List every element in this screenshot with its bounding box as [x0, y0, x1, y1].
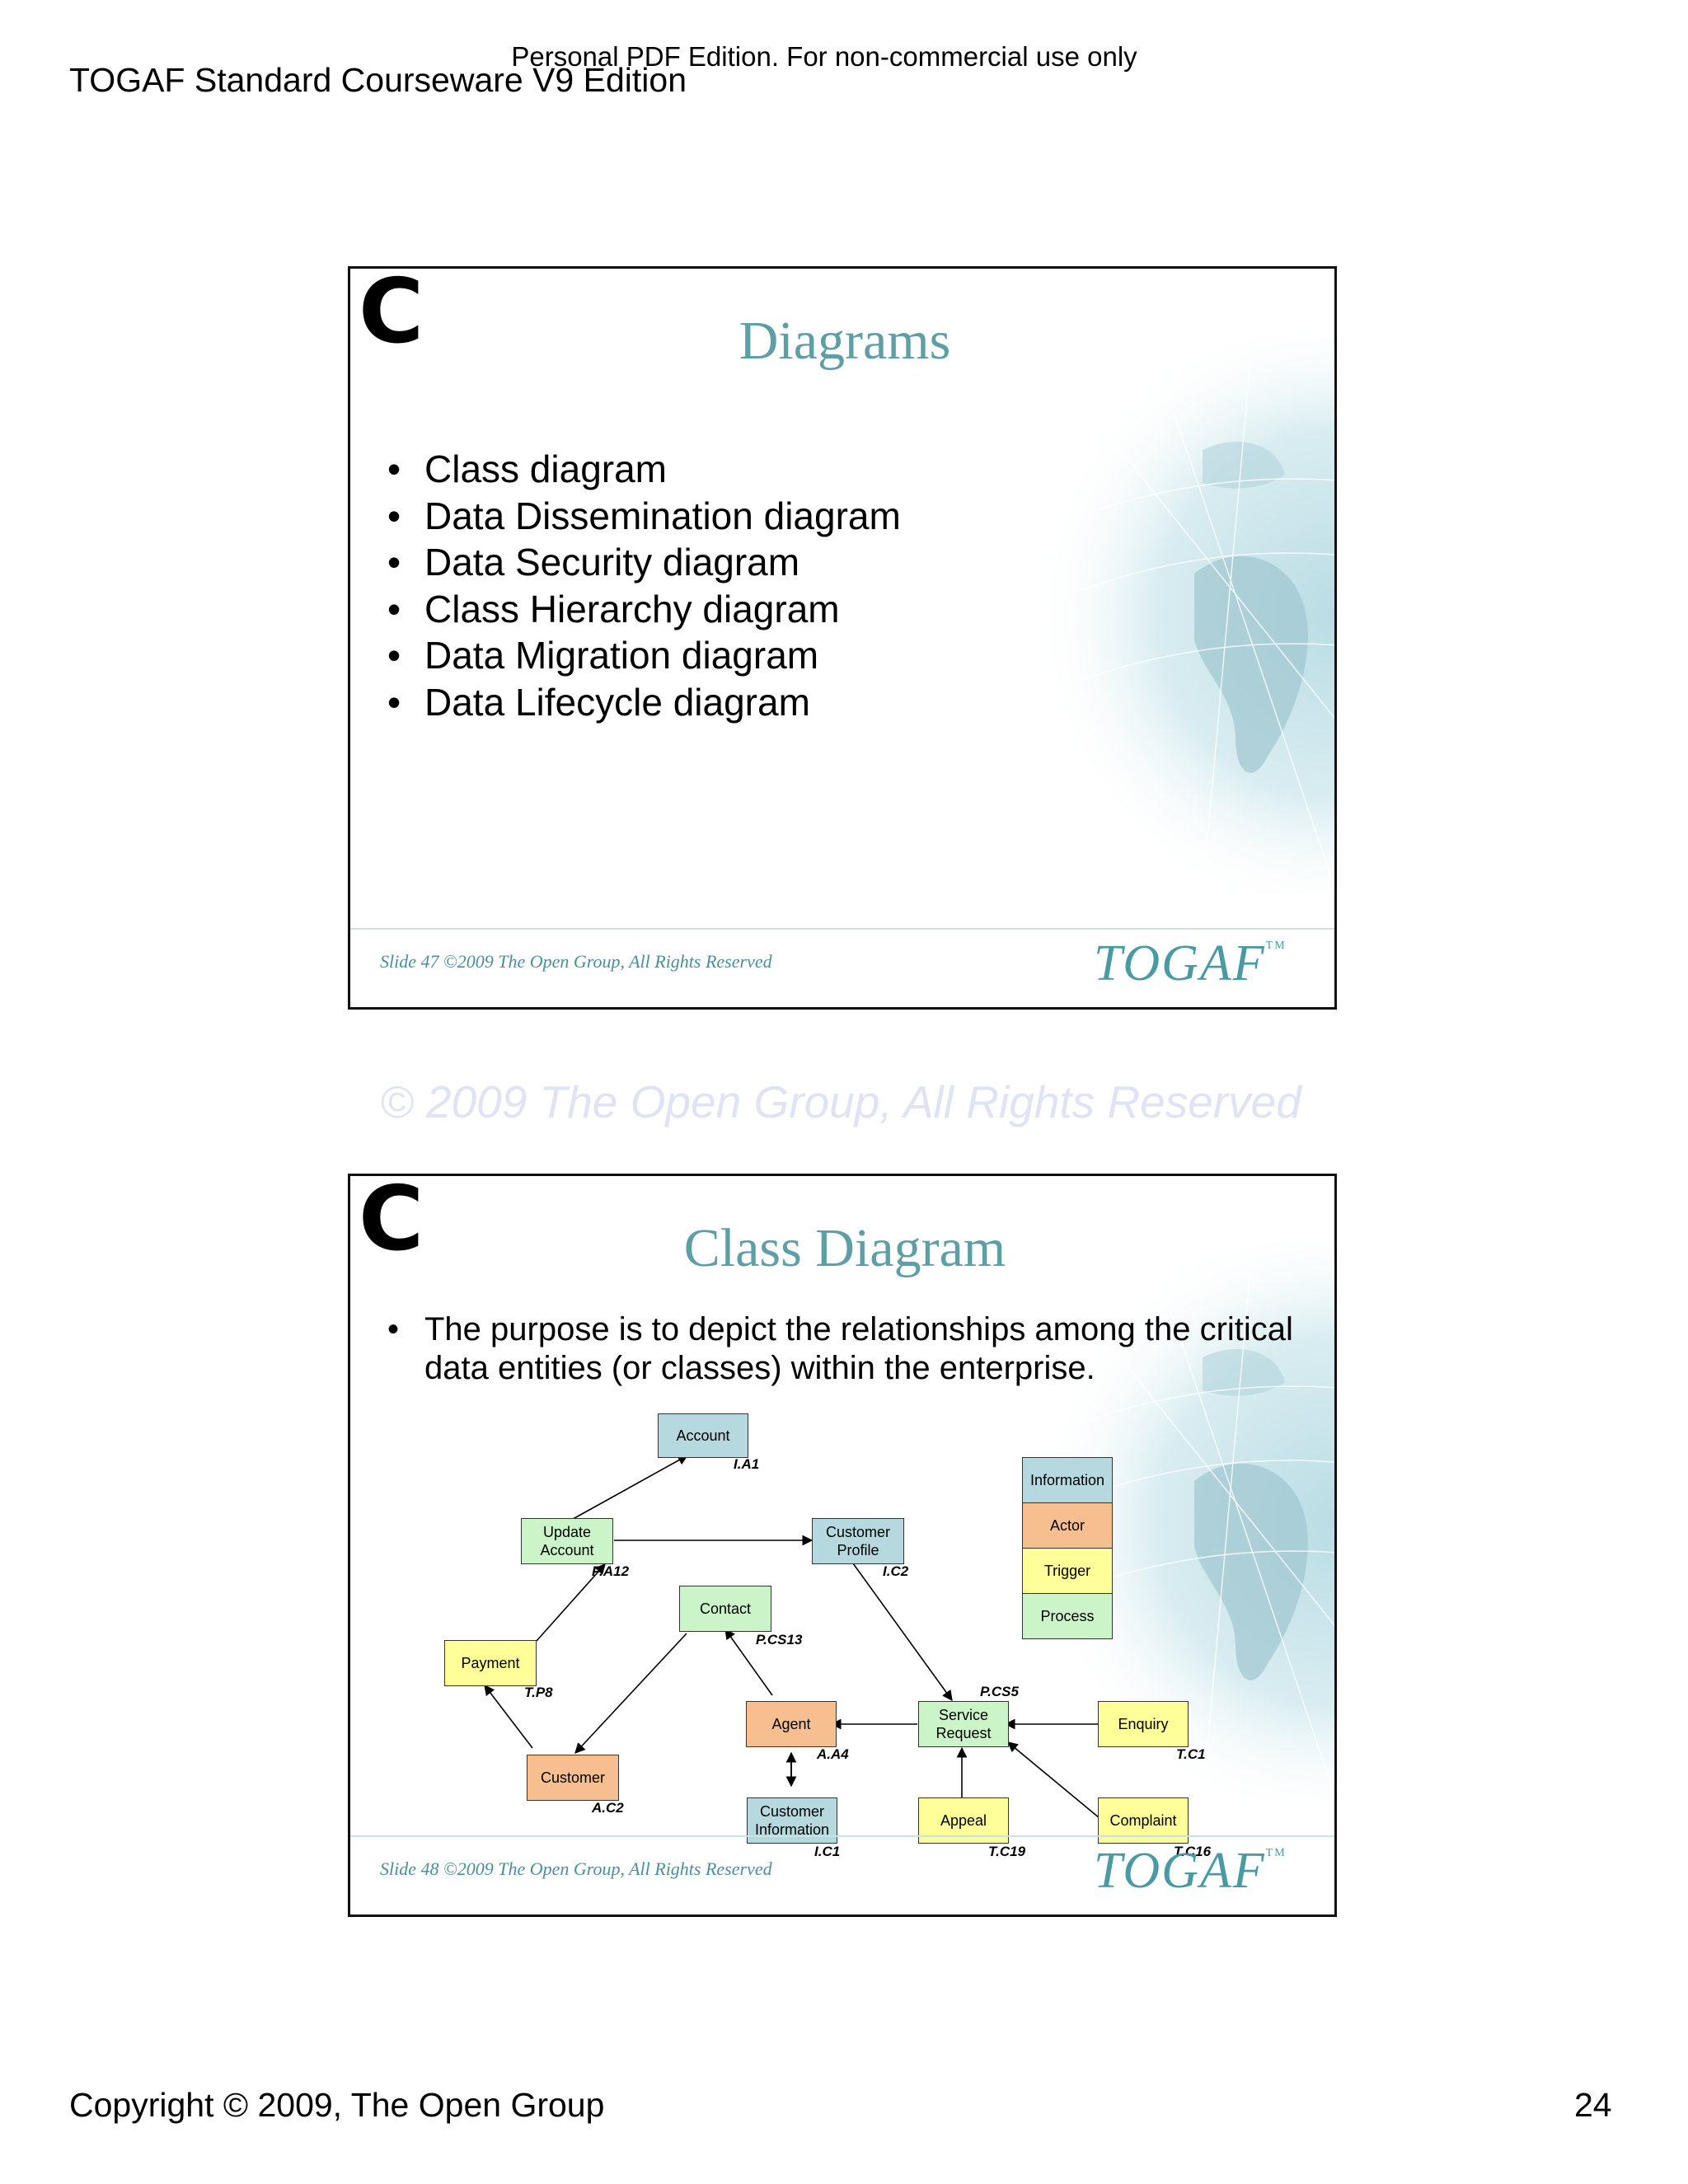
slide-section-letter: C	[359, 1174, 424, 1271]
node-id-label: T.P8	[524, 1685, 553, 1700]
node-id-label: P.A12	[592, 1563, 630, 1579]
node-account: Account	[658, 1413, 748, 1458]
slide-diagrams: C Diagrams •Class diagram •Data Dissemin…	[348, 266, 1337, 1010]
bullet-item: •Data Migration diagram	[387, 632, 901, 679]
legend-process: Process	[1022, 1593, 1113, 1639]
togaf-logo: TOGAFTM	[1094, 935, 1287, 991]
node-contact: Contact	[679, 1586, 771, 1632]
bullet-dot: •	[387, 1311, 400, 1347]
bullet-item: •Class diagram	[387, 446, 901, 493]
node-customer: Customer	[527, 1755, 619, 1801]
document-header: TOGAF Standard Courseware V9 Edition	[69, 61, 687, 99]
node-id-label: A.A4	[817, 1746, 849, 1762]
node-id-label: T.C16	[1174, 1844, 1212, 1859]
node-payment: Payment	[444, 1640, 537, 1686]
node-enquiry: Enquiry	[1098, 1701, 1189, 1747]
slide-section-letter: C	[359, 266, 424, 363]
node-id-label: I.C2	[883, 1563, 909, 1579]
legend-information: Information	[1022, 1457, 1113, 1503]
node-update-account: Update Account	[521, 1518, 613, 1564]
node-id-label: P.CS5	[980, 1684, 1019, 1699]
bullet-item: •Data Lifecycle diagram	[387, 679, 901, 726]
slide-footer-divider	[350, 928, 1334, 930]
pdf-edition-notice: Personal PDF Edition. For non-commercial…	[511, 41, 1137, 72]
node-agent: Agent	[746, 1701, 837, 1747]
bullet-item: •Data Dissemination diagram	[387, 493, 901, 540]
slide-footer-divider	[350, 1835, 1334, 1837]
slide-title: Diagrams	[738, 311, 951, 371]
bullet-dot: •	[387, 680, 401, 724]
node-customer-profile: Customer Profile	[812, 1518, 904, 1564]
bullet-dot: •	[387, 587, 401, 630]
bullet-item: •Class Hierarchy diagram	[387, 586, 901, 633]
class-diagram: Account I.A1 Update Account P.A12 Custom…	[350, 1176, 1334, 1915]
node-id-label: T.C1	[1176, 1746, 1206, 1762]
page-number: 24	[1574, 2086, 1612, 2124]
node-id-label: I.A1	[734, 1456, 760, 1472]
bullet-dot: •	[387, 634, 401, 677]
slide-caption: Slide 48 ©2009 The Open Group, All Right…	[380, 1858, 772, 1879]
diagram-connectors	[484, 1455, 1100, 1819]
node-id-label: T.C19	[988, 1844, 1026, 1859]
document-footer-copyright: Copyright © 2009, The Open Group	[69, 2086, 605, 2124]
slide-class-diagram: C Class Diagram •The purpose is to depic…	[348, 1174, 1337, 1917]
legend-trigger: Trigger	[1022, 1548, 1113, 1594]
globe-background-image	[1005, 335, 1334, 896]
bullet-item: •Data Security diagram	[387, 539, 901, 586]
slide-caption: Slide 47 ©2009 The Open Group, All Right…	[380, 951, 772, 972]
bullet-dot: •	[387, 494, 401, 537]
node-service-request: Service Request	[918, 1701, 1009, 1747]
slide-title: Class Diagram	[683, 1218, 1006, 1278]
slide-description: •The purpose is to depict the relationsh…	[387, 1311, 1293, 1386]
bullet-dot: •	[387, 448, 401, 490]
togaf-logo: TOGAFTM	[1094, 1843, 1287, 1899]
bullet-dot: •	[387, 541, 401, 583]
copyright-watermark: © 2009 The Open Group, All Rights Reserv…	[380, 1076, 1301, 1127]
node-id-label: A.C2	[592, 1800, 624, 1816]
bullet-list: •Class diagram •Data Dissemination diagr…	[387, 446, 901, 725]
node-id-label: I.C1	[814, 1844, 841, 1859]
node-id-label: P.CS13	[756, 1632, 803, 1647]
legend-actor: Actor	[1022, 1502, 1113, 1549]
